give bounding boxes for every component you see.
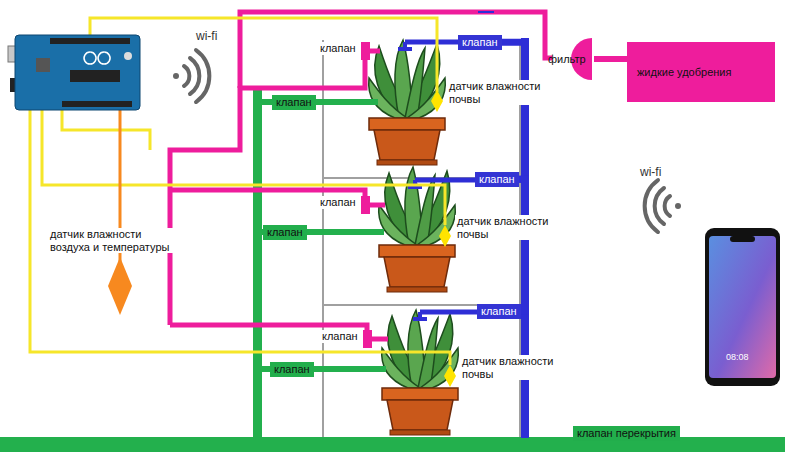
water-valve: клапан [270, 362, 314, 377]
drawing-part [240, 60, 365, 88]
pipe-connector [502, 42, 525, 179]
fertilizer-pipes [170, 12, 552, 339]
valve-body [361, 196, 370, 214]
blue-valve: клапан [458, 35, 502, 50]
drawing-part [415, 178, 478, 183]
drawing-part [705, 228, 780, 386]
soil-sensor: датчик влажности почвы [439, 215, 559, 240]
blue-valve: клапан [475, 172, 519, 187]
drawing-part [50, 38, 130, 44]
diamond-shape [444, 365, 456, 387]
drawing-part [170, 86, 240, 325]
drawing-part [594, 56, 628, 62]
drawing-part [675, 203, 681, 209]
drawing-part [36, 58, 50, 72]
shutoff-valve: клапан перекрытия [573, 426, 680, 441]
blue-valve: клапан [477, 304, 521, 319]
valve-body [361, 42, 370, 60]
node-text: клапан перекрытия [577, 427, 676, 440]
node-text: фильтр [548, 53, 594, 66]
water-pipes [253, 88, 386, 438]
node-text: датчик влажности воздуха и температуры [48, 228, 177, 253]
arduino-board [8, 35, 140, 110]
wifi-icon [173, 50, 209, 102]
node-text: датчик влажности почвы [460, 355, 564, 380]
drawing-part [645, 180, 658, 232]
diamond-outline [444, 365, 456, 387]
diamond-shape [108, 257, 132, 315]
diamond-outline [439, 225, 451, 247]
sensor-wires [30, 18, 450, 365]
node-text: клапан [274, 363, 310, 376]
pipe-connector [519, 179, 525, 311]
node-text: клапан [320, 330, 360, 343]
wifi-icon [645, 180, 681, 232]
water-valve: клапан [263, 225, 307, 240]
clock-text: 08:08 [726, 352, 749, 362]
filter: фильтр [548, 38, 594, 80]
drawing-part [370, 49, 380, 54]
fertilizer-tank: жидкие удобрения [627, 42, 775, 102]
drawing-part [370, 203, 385, 208]
drawing-part [240, 12, 552, 88]
node-text: жидкие удобрения [637, 66, 731, 79]
pipe-connector [594, 56, 627, 62]
drawing-part [84, 52, 110, 64]
drawing-part [730, 236, 755, 242]
diamond-outline [108, 257, 132, 315]
drawing-part [90, 18, 437, 92]
diamond-shape [431, 90, 443, 112]
drawing-part [316, 99, 378, 105]
drawing-part [30, 108, 450, 365]
drawing-part [709, 236, 776, 378]
drawing-part [369, 40, 446, 165]
fertilizer-valve: клапан [318, 196, 370, 214]
node-text: клапан [318, 196, 358, 209]
drawing-part [307, 229, 384, 235]
drawing-part [62, 101, 132, 107]
node-text: клапан [481, 305, 517, 318]
fertilizer-to-filter-joint [594, 56, 628, 62]
drawing-part [382, 310, 459, 435]
drawing-part [42, 108, 445, 225]
smartphone [705, 228, 780, 386]
valve-body [363, 330, 372, 348]
node-text: клапан [479, 173, 515, 186]
drawing-part [655, 188, 664, 224]
node-text: клапан [276, 96, 312, 109]
node-text: датчик влажности почвы [455, 215, 559, 240]
soil-sensor: датчик влажности почвы [431, 80, 551, 105]
water-valve: клапан [272, 95, 316, 110]
node-text: датчик влажности почвы [447, 80, 551, 105]
drawing-part [665, 196, 670, 216]
drawing-part [190, 58, 199, 94]
node-text: клапан [462, 36, 498, 49]
drawing-part [314, 366, 386, 372]
fertilizer-valve: клапан [320, 330, 372, 348]
diamond-shape [439, 225, 451, 247]
wifi-label: wi-fi [640, 166, 661, 180]
drawing-part [478, 11, 494, 13]
drawing-part [62, 108, 150, 150]
drawing-part [15, 35, 140, 110]
node-text: клапан [318, 42, 358, 55]
drawing-part [184, 66, 189, 86]
drawing-part [413, 317, 427, 321]
drawing-part [124, 52, 132, 60]
drawing-part [420, 310, 480, 315]
drawing-part [253, 88, 262, 438]
drawing-part [372, 337, 388, 342]
node-text: клапан [267, 226, 303, 239]
fertilizer-valve: клапан [318, 42, 370, 60]
drawing-part [196, 50, 209, 102]
drawing-part [398, 47, 412, 51]
plants [369, 40, 459, 435]
air-sensor: датчик влажности воздуха и температуры [48, 228, 177, 315]
soil-sensor: датчик влажности почвы [444, 355, 564, 380]
drawing-part [173, 73, 179, 79]
wifi-label: wi-fi [196, 30, 217, 44]
diamond-outline [431, 90, 443, 112]
drawing-part [70, 70, 120, 82]
